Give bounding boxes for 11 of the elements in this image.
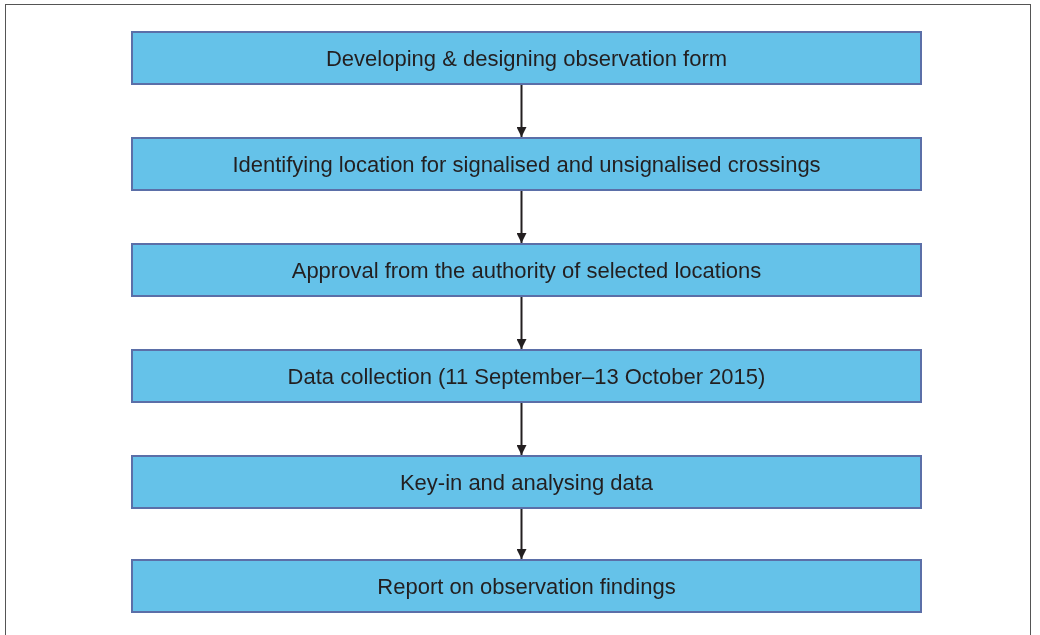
process-box: Approval from the authority of selected locations	[131, 243, 922, 297]
arrow	[516, 190, 527, 244]
process-box: Report on observation findings	[131, 559, 922, 613]
process-box: Identifying location for signalised and unsignalised crossings	[131, 137, 922, 191]
arrow	[516, 84, 527, 138]
arrow	[516, 402, 527, 456]
arrow	[516, 508, 527, 560]
arrow	[516, 296, 527, 350]
process-box: Developing & designing observation form	[131, 31, 922, 85]
process-box: Data collection (11 September–13 October 2015)	[131, 349, 922, 403]
process-box: Key-in and analysing data	[131, 455, 922, 509]
